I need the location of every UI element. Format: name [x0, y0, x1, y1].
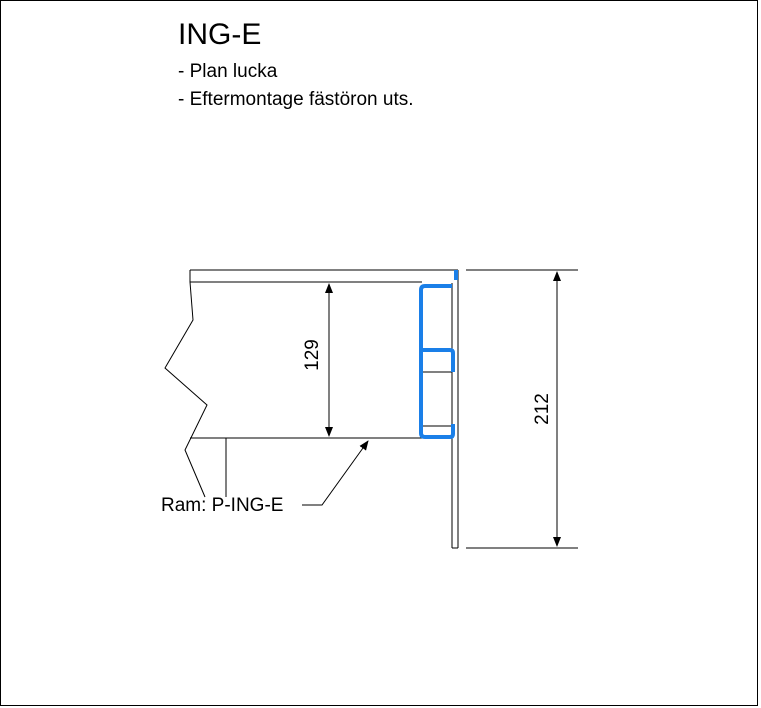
drawing-title: ING-E: [178, 18, 262, 51]
top-plate: [189, 269, 458, 283]
dimension-212-label: 212: [532, 393, 553, 425]
note-eftermontage: - Eftermontage fästöron uts.: [178, 89, 414, 110]
dimension-129-label: 129: [302, 339, 323, 371]
inner-profile-lines: [422, 371, 452, 427]
callout-label: Ram: P-ING-E: [161, 495, 283, 516]
note-plan-lucka: - Plan lucka: [178, 61, 278, 82]
break-line: [164, 281, 208, 498]
bottom-flange: [190, 437, 422, 497]
callout-leader: [302, 440, 369, 506]
highlighted-profile: [419, 270, 458, 439]
dimension-212: [466, 269, 578, 549]
side-plate: [451, 270, 459, 549]
